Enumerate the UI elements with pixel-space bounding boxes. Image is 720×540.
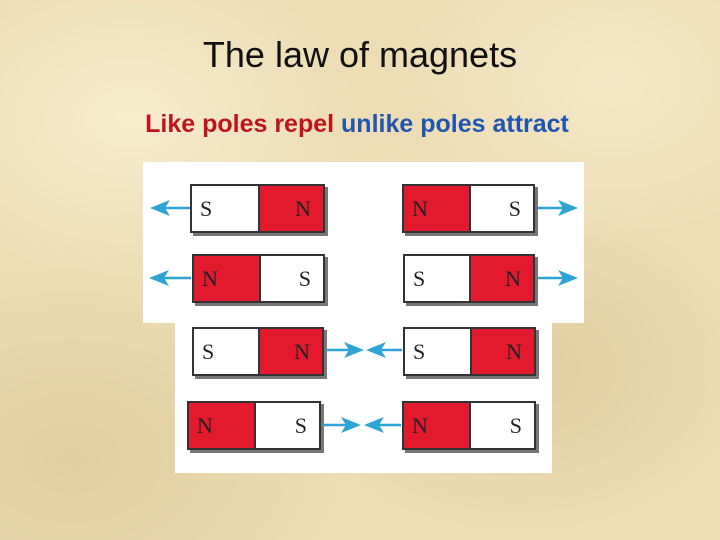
- arrow-right-icon: [538, 270, 578, 286]
- magnet-pole: S: [254, 403, 319, 448]
- magnet-pole: N: [469, 329, 534, 374]
- magnet-pole: N: [469, 256, 533, 301]
- arrow-left-icon: [364, 417, 401, 433]
- magnet-pole: N: [194, 256, 259, 301]
- magnet-row2-left: N S: [192, 254, 325, 303]
- magnet-pole: S: [469, 403, 534, 448]
- arrow-left-icon: [150, 200, 190, 216]
- magnet-row3-right: S N: [403, 327, 536, 376]
- magnet-pole: N: [404, 403, 469, 448]
- arrow-right-icon: [538, 200, 578, 216]
- arrow-right-icon: [326, 342, 364, 358]
- slide-subtitle: Like poles repel unlike poles attract: [0, 110, 714, 139]
- slide-title: The law of magnets: [202, 34, 518, 75]
- magnet-pole: S: [258, 256, 323, 301]
- magnet-pole: S: [192, 186, 258, 231]
- magnet-pole: N: [258, 329, 322, 374]
- magnet-row2-right: S N: [403, 254, 535, 303]
- magnet-pole: S: [405, 329, 470, 374]
- magnet-row4-left: N S: [187, 401, 321, 450]
- subtitle-repel: Like poles repel: [145, 110, 335, 138]
- magnet-pole: S: [468, 186, 533, 231]
- arrow-left-icon: [366, 342, 402, 358]
- subtitle-attract: unlike poles attract: [341, 110, 569, 138]
- arrow-left-icon: [149, 270, 191, 286]
- magnet-row1-left: S N: [190, 184, 325, 233]
- arrow-right-icon: [323, 417, 361, 433]
- magnet-row3-left: S N: [192, 327, 324, 376]
- magnet-pole: N: [404, 186, 469, 231]
- magnet-pole: S: [194, 329, 258, 374]
- magnet-pole: N: [257, 186, 323, 231]
- magnet-pole: S: [405, 256, 469, 301]
- magnet-pole: N: [189, 403, 254, 448]
- magnet-row4-right: N S: [402, 401, 536, 450]
- magnet-row1-right: N S: [402, 184, 535, 233]
